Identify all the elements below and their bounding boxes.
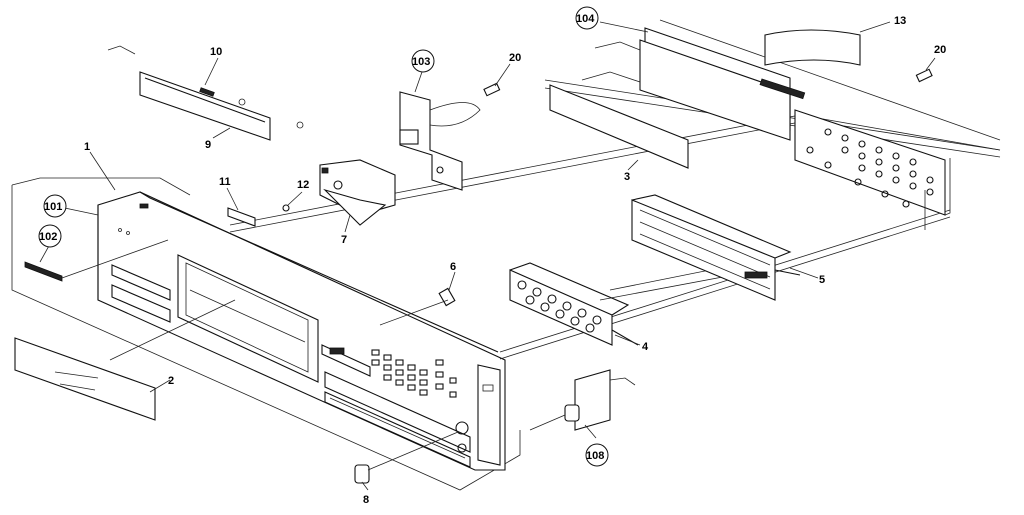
- part-6-knob: [379, 287, 456, 326]
- callout-4: 4: [642, 341, 649, 353]
- callout-3: 3: [624, 171, 630, 183]
- callout-7: 7: [341, 234, 347, 246]
- rear-jacks: [806, 128, 934, 208]
- callout-5: 5: [819, 274, 825, 286]
- part-5-connector-block: [631, 194, 801, 301]
- part-11-plate: [227, 207, 256, 227]
- part-104-rear-board: [594, 27, 806, 141]
- callout-13: 13: [894, 15, 906, 27]
- callout-8: 8: [363, 494, 369, 506]
- front-keypad-buttons: [321, 344, 457, 398]
- callout-2: 2: [168, 375, 174, 387]
- rear-jack-panel: [794, 109, 951, 230]
- callout-103: 103: [412, 56, 430, 68]
- callout-20-left: 20: [509, 52, 521, 64]
- part-20-screw-right: [915, 68, 933, 83]
- callout-108: 108: [586, 450, 604, 462]
- callout-11: 11: [219, 176, 231, 188]
- part-13-flex-cable: [764, 29, 861, 66]
- part-4-connector-block: [509, 262, 639, 346]
- callout-6: 6: [450, 261, 456, 273]
- part-9-10-bar-assembly: [107, 45, 304, 141]
- callout-102: 102: [39, 231, 57, 243]
- part-8-knob: [354, 431, 459, 484]
- callout-20-right: 20: [934, 44, 946, 56]
- part-1-front-panel-outline: [11, 177, 521, 491]
- part-20-screw-left: [483, 82, 501, 97]
- part-108-side-board: [529, 369, 636, 431]
- part-12-screw: [282, 204, 290, 212]
- callout-101: 101: [44, 201, 62, 213]
- callout-labels: 1 2 3 4 5 6 7 8 9 10 11 12 13 20 20 101 …: [38, 6, 946, 506]
- callout-104: 104: [576, 13, 595, 25]
- part-3-shield-plate: [549, 71, 689, 169]
- callout-9: 9: [205, 139, 211, 151]
- callout-1: 1: [84, 141, 90, 153]
- part-102-indicator-bar: [24, 239, 169, 282]
- leader-lines: [39, 21, 936, 491]
- part-103-bracket: [399, 91, 481, 191]
- part-2-display-lens: [14, 299, 236, 421]
- part-7-mechanism: [319, 159, 396, 226]
- callout-10: 10: [210, 46, 222, 58]
- callout-12: 12: [297, 179, 309, 191]
